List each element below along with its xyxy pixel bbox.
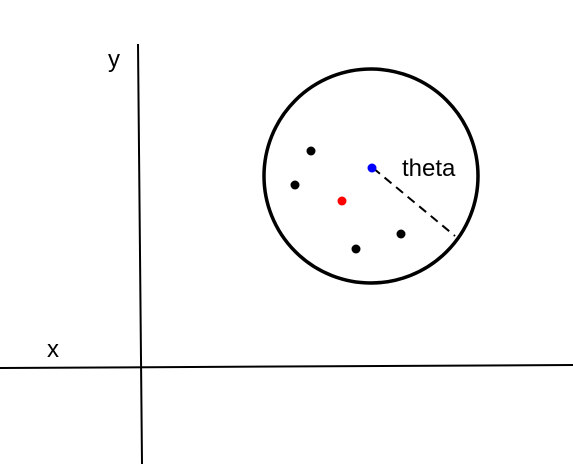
radius-label: theta — [402, 155, 456, 182]
sample-point — [351, 244, 361, 254]
sample-point — [396, 229, 406, 239]
mean-point — [337, 196, 347, 206]
x-axis-line — [0, 364, 573, 369]
sample-point — [290, 180, 300, 190]
sample-point — [306, 146, 316, 156]
boundary-circle — [262, 67, 480, 285]
y-axis-line — [137, 43, 143, 465]
y-axis-label: y — [108, 46, 120, 73]
radius-line — [372, 167, 456, 237]
x-axis-label: x — [47, 336, 59, 363]
center-point — [367, 163, 377, 173]
